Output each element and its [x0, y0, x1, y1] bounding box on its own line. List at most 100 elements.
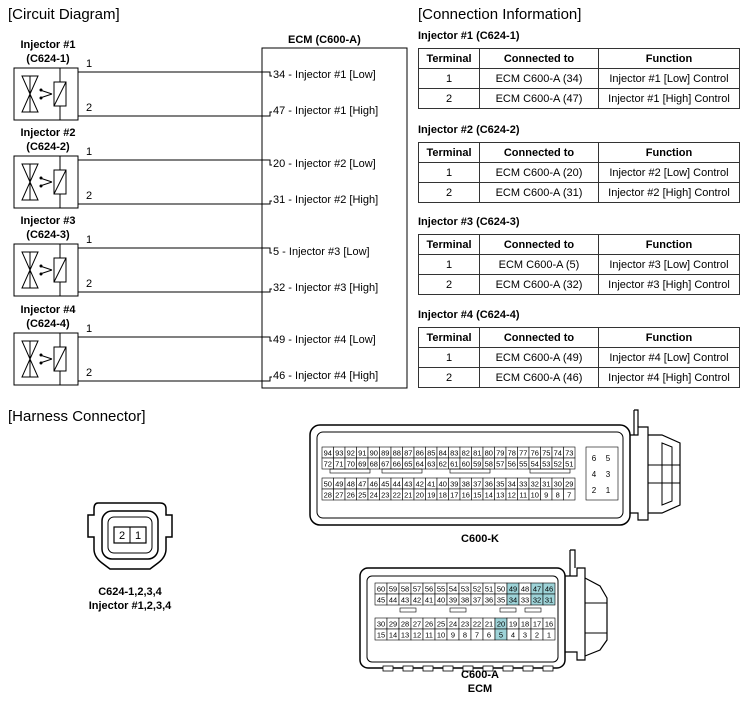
- c600a-rib: [502, 665, 514, 672]
- c600k-pin-label: 93: [335, 449, 343, 458]
- c600a-pin-label: 10: [437, 631, 445, 640]
- c600a-pin-label: 2: [535, 631, 539, 640]
- c600a-pin-label: 17: [533, 620, 541, 629]
- injector-1-wire2-num: 2: [86, 102, 93, 114]
- c600k-pin-label: 87: [404, 449, 412, 458]
- c600a-pin-label: 51: [485, 585, 493, 594]
- c600a-pin-label: 15: [377, 631, 385, 640]
- c600k-pin-label: 69: [358, 460, 366, 469]
- c600k-pin-label: 65: [404, 460, 412, 469]
- injector-2-wire2-num: 2: [86, 190, 93, 202]
- c600a-pin-label: 41: [425, 596, 433, 605]
- c600k-side-pin: 2: [592, 486, 597, 495]
- c600k-pin-label: 90: [370, 449, 378, 458]
- c600a-pin-label: 45: [377, 596, 385, 605]
- c600a-pin-label: 7: [475, 631, 479, 640]
- c600a-rib: [522, 665, 534, 672]
- c600a-pin-label: 37: [473, 596, 481, 605]
- c600k-pin-label: 82: [462, 449, 470, 458]
- ecm-pin-2-high: 31 - Injector #2 [High]: [272, 194, 379, 206]
- c600k-pin-label: 71: [335, 460, 343, 469]
- c600k-pin-label: 14: [485, 491, 493, 500]
- c600k-pin-label: 56: [508, 460, 516, 469]
- c600k-pin-label: 30: [554, 480, 562, 489]
- c600a-pin-label: 57: [413, 585, 421, 594]
- table-cell: Injector #4 [Low] Control: [598, 347, 740, 368]
- c600a-slot: [449, 607, 467, 613]
- c600k-pin-label: 88: [393, 449, 401, 458]
- c600k-pin-label: 92: [347, 449, 355, 458]
- injector-3-wire-low: [78, 247, 275, 254]
- c600k-side-block: [585, 446, 619, 501]
- injector-2-wire-high: [78, 200, 275, 205]
- c600k-pin-label: 18: [439, 491, 447, 500]
- injector-3-wire-high: [78, 288, 275, 293]
- c600k-pin-label: 68: [370, 460, 378, 469]
- table-cell: Injector #3 [High] Control: [598, 274, 740, 295]
- c600k-pin-label: 22: [393, 491, 401, 500]
- injector-3-wire1-num: 1: [86, 234, 93, 246]
- c600a-pin-label: 55: [437, 585, 445, 594]
- c600a-pin-label: 44: [389, 596, 397, 605]
- ecm-pin-3-high: 32 - Injector #3 [High]: [272, 282, 379, 294]
- c600k-pin-label: 72: [324, 460, 332, 469]
- c600k-pin-label: 34: [508, 480, 516, 489]
- injector-3-wire2-num: 2: [86, 278, 93, 290]
- circuit-diagram-title: [Circuit Diagram]: [8, 6, 120, 23]
- c600k-pin-label: 50: [324, 480, 332, 489]
- table-cell: 2: [418, 367, 480, 388]
- injector-connector: 2 1: [87, 502, 173, 570]
- c600a-pin-label: 5: [499, 631, 503, 640]
- injector-2-wire-low: [78, 159, 275, 166]
- c600a-pin-label: 24: [449, 620, 457, 629]
- c600k-pin-label: 12: [508, 491, 516, 500]
- c600a-pin-label: 20: [497, 620, 505, 629]
- harness-connector-title: [Harness Connector]: [8, 408, 146, 425]
- injector-4-name: Injector #4: [20, 304, 76, 316]
- table-cell: Injector #2 [Low] Control: [598, 162, 740, 183]
- c600k-pin-label: 85: [427, 449, 435, 458]
- table-cell: ECM C600-A (34): [479, 68, 599, 89]
- c600k-pin-label: 21: [404, 491, 412, 500]
- injector-3-connector: (C624-3): [26, 229, 70, 241]
- c600k-pin-label: 43: [404, 480, 412, 489]
- table-header-cell: Function: [598, 234, 740, 255]
- c600k-pin-label: 42: [416, 480, 424, 489]
- c600k-pin-label: 23: [381, 491, 389, 500]
- table-cell: ECM C600-A (47): [479, 88, 599, 109]
- c600k-pin-label: 76: [531, 449, 539, 458]
- injector-1-wire-high: [78, 111, 275, 117]
- c600a-pin-label: 4: [511, 631, 515, 640]
- inj-pin-2: 2: [119, 530, 125, 542]
- injector-1-wire1-num: 1: [86, 58, 93, 70]
- table-cell: Injector #4 [High] Control: [598, 367, 740, 388]
- c600k-pin-label: 39: [450, 480, 458, 489]
- conn-table-3-title: Injector #3 (C624-3): [418, 216, 520, 228]
- c600a-pin-label: 40: [437, 596, 445, 605]
- c600k-pin-label: 75: [542, 449, 550, 458]
- injector-2-connector: (C624-2): [26, 141, 70, 153]
- injector-connector-label: C624-1,2,3,4: [98, 586, 162, 598]
- c600k-pin-label: 55: [519, 460, 527, 469]
- c600k-pin-label: 36: [485, 480, 493, 489]
- injector-1-connector: (C624-1): [26, 53, 70, 65]
- c600a-pin-label: 47: [533, 585, 541, 594]
- injector-1-symbol: [13, 67, 79, 121]
- c600a-pin-label: 54: [449, 585, 457, 594]
- c600k-pin-label: 52: [554, 460, 562, 469]
- table-cell: ECM C600-A (46): [479, 367, 599, 388]
- table-header-cell: Terminal: [418, 327, 480, 348]
- c600k-pin-label: 89: [381, 449, 389, 458]
- c600k-pin-label: 40: [439, 480, 447, 489]
- injector-2-symbol: [13, 155, 79, 209]
- table-cell: 1: [418, 162, 480, 183]
- c600a-pin-label: 3: [523, 631, 527, 640]
- c600a-pin-label: 1: [547, 631, 551, 640]
- connection-info-title: [Connection Information]: [418, 6, 582, 23]
- c600k-pin-label: 74: [554, 449, 562, 458]
